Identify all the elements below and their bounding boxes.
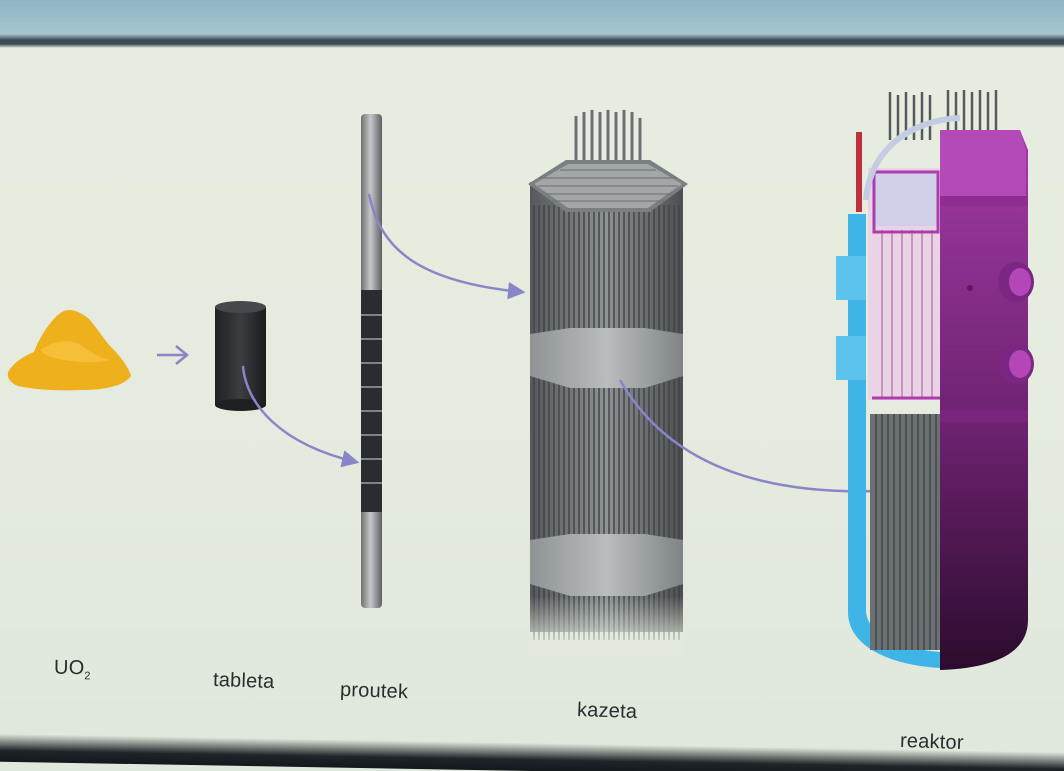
arrow-proutek-to-kazeta	[367, 193, 526, 300]
label-proutek: proutek	[339, 678, 409, 704]
label-tableta: tableta	[212, 668, 275, 694]
label-uo2-main: UO	[53, 656, 85, 680]
label-kazeta: kazeta	[576, 698, 638, 724]
arrow-kazeta-to-reaktor	[618, 379, 902, 500]
label-uo2: UO2	[54, 657, 91, 683]
fuel-pellet-icon	[215, 301, 266, 411]
reactor-vessel-icon	[836, 90, 1034, 670]
arrow-uo2-to-tableta	[157, 345, 189, 365]
uo2-powder-icon	[7, 309, 132, 391]
label-uo2-subscript: 2	[84, 670, 91, 683]
fuel-assembly-icon	[528, 110, 688, 656]
arrow-tableta-to-proutek	[241, 365, 360, 468]
fuel-rod-icon	[361, 114, 382, 608]
